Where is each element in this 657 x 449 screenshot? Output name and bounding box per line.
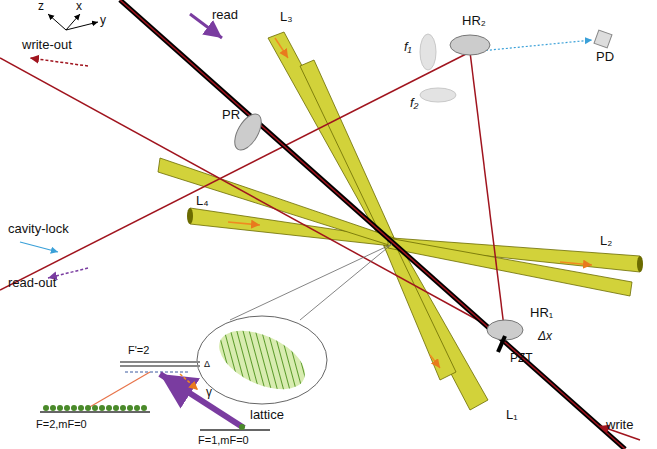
- label-text: HR₂: [462, 14, 486, 28]
- label-text: L₂: [600, 234, 612, 248]
- label-text: γ: [206, 386, 212, 399]
- label-text: PR: [222, 108, 240, 122]
- label-text: z: [38, 0, 44, 13]
- label-text: L₄: [196, 194, 209, 208]
- label-text: f₂: [410, 96, 419, 110]
- label-text: Δx: [538, 330, 552, 343]
- label-text: L₃: [280, 10, 293, 24]
- label-text: F'=2: [128, 344, 149, 356]
- label-text: write-out: [22, 38, 72, 52]
- label-text: HR₁: [530, 306, 553, 320]
- label-text: lattice: [250, 408, 284, 422]
- label-text: F=2,mF=0: [36, 418, 87, 430]
- label-text: write: [606, 418, 633, 432]
- label-text: x: [76, 0, 82, 13]
- label-text: PZT: [510, 352, 533, 365]
- label-text: L₁: [506, 408, 518, 422]
- label-text: read: [212, 8, 238, 22]
- label-text: F=1,mF=0: [198, 434, 249, 446]
- label-text: PD: [596, 50, 614, 64]
- label-text: y: [100, 14, 106, 27]
- label-text: read-out: [8, 276, 56, 290]
- label-text: Δ: [204, 360, 210, 370]
- label-text: f₁: [404, 40, 412, 54]
- label-text: cavity-lock: [8, 222, 69, 236]
